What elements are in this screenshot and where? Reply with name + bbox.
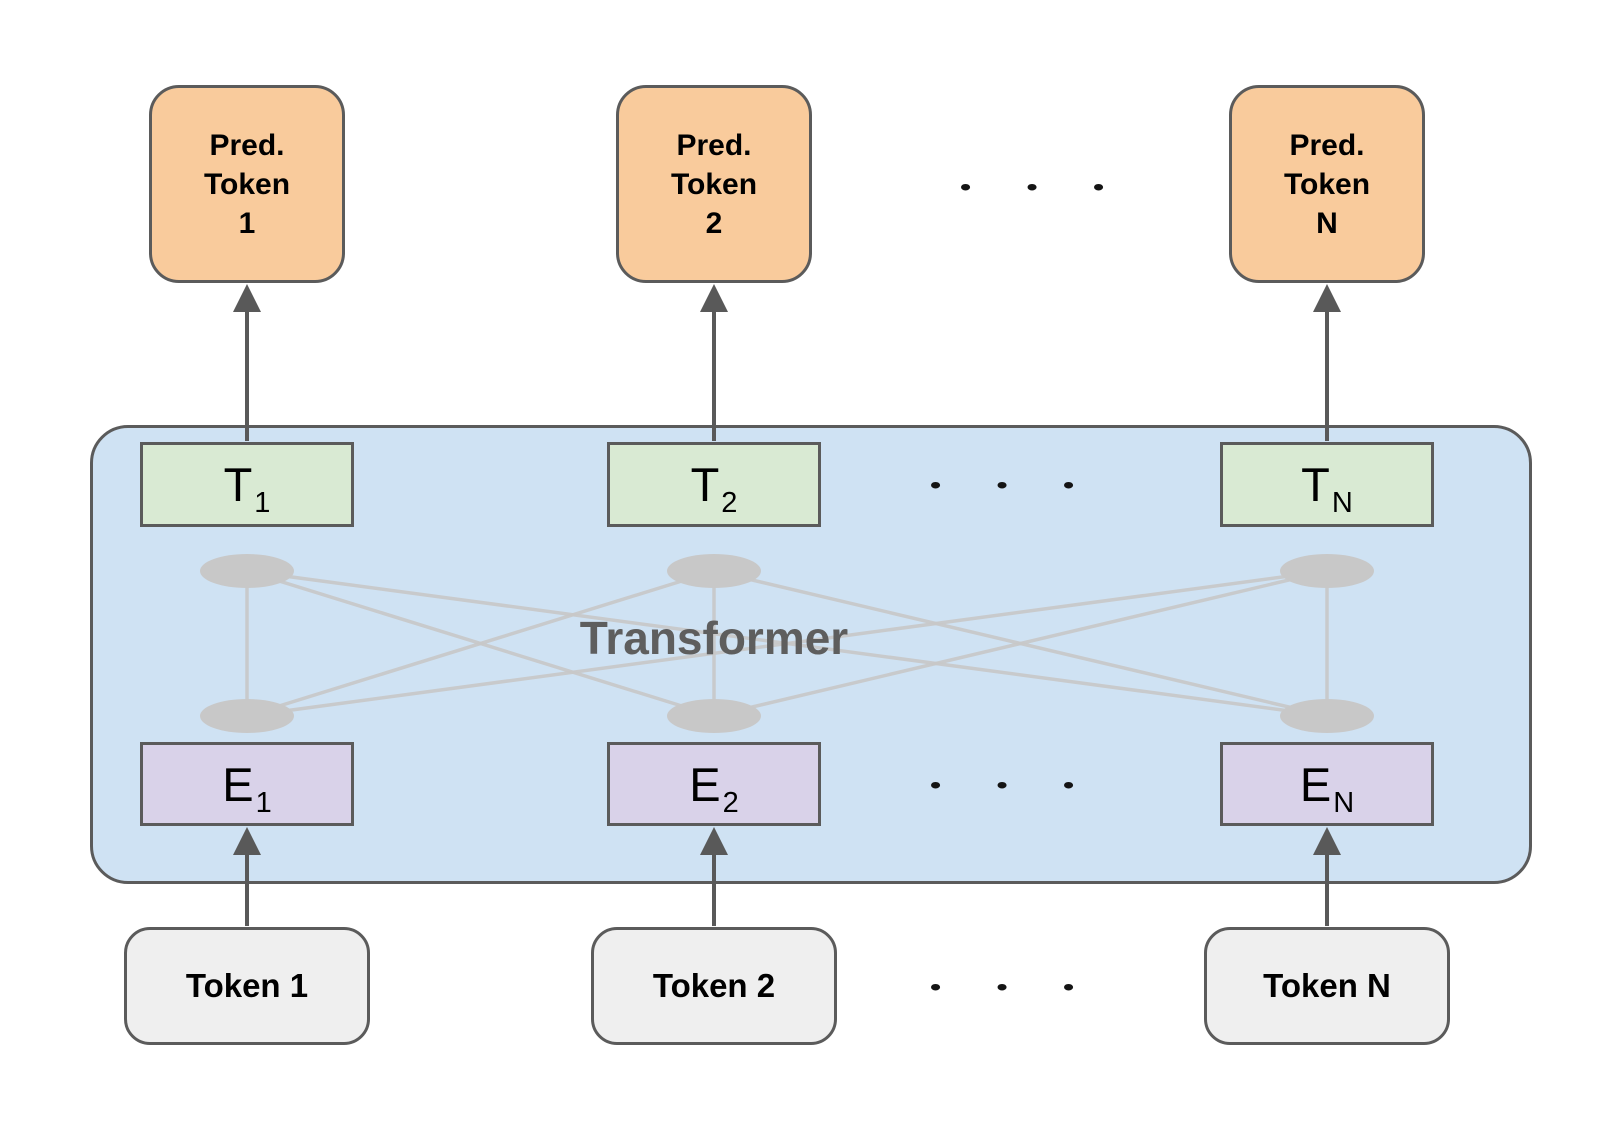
transformer-title: Transformer [579, 612, 849, 664]
en-label: EN [1299, 757, 1355, 819]
ellipsis-dots-e-row: ● ● ● [929, 776, 1099, 794]
t2-box: T2 [607, 442, 821, 527]
token-2-label: Token 2 [652, 967, 776, 1004]
pred-token-1-line3: 1 [238, 206, 256, 240]
arrow-head [1313, 284, 1341, 312]
token-2-box: Token 2 [591, 927, 837, 1045]
e1-label: E1 [222, 757, 272, 819]
t1-label: T1 [223, 458, 271, 519]
t2-subscript: 2 [721, 487, 738, 519]
output-arrows [233, 284, 1341, 441]
pred-token-1-line1: Pred. [209, 128, 285, 162]
t2-label: T2 [690, 458, 738, 519]
arrow-head [233, 284, 261, 312]
tn-subscript: N [1331, 487, 1353, 519]
ellipsis-dots-token-row: ● ● ● [929, 978, 1099, 996]
pred-token-2-line3: 2 [705, 206, 723, 240]
e2-box: E2 [607, 742, 821, 826]
token-n-box: Token N [1204, 927, 1450, 1045]
pred-token-1-line2: Token [203, 167, 291, 201]
tn-box: TN [1220, 442, 1434, 527]
en-box: EN [1220, 742, 1434, 826]
e1-box: E1 [140, 742, 354, 826]
tn-label: TN [1301, 458, 1353, 519]
pred-token-1-box: Pred. Token 1 [149, 85, 345, 283]
token-n-label: Token N [1263, 967, 1391, 1004]
t1-box: T1 [140, 442, 354, 527]
e1-subscript: 1 [255, 786, 272, 819]
pred-token-2-box: Pred. Token 2 [616, 85, 812, 283]
pred-token-n-line2: Token [1283, 167, 1371, 201]
ellipsis-dots-t-row: ● ● ● [929, 476, 1099, 494]
token-1-label: Token 1 [185, 967, 309, 1004]
pred-token-n-box: Pred. Token N [1229, 85, 1425, 283]
en-subscript: N [1333, 786, 1355, 819]
e2-label: E2 [689, 757, 739, 819]
ellipsis-dots-pred-row: ● ● ● [959, 178, 1129, 196]
pred-token-2-line2: Token [670, 167, 758, 201]
pred-token-n-line1: Pred. [1289, 128, 1365, 162]
pred-token-n-line3: N [1316, 206, 1338, 240]
arrow-head [700, 284, 728, 312]
pred-token-2-line1: Pred. [676, 128, 752, 162]
t1-subscript: 1 [254, 487, 271, 519]
token-1-box: Token 1 [124, 927, 370, 1045]
e2-subscript: 2 [722, 786, 739, 819]
